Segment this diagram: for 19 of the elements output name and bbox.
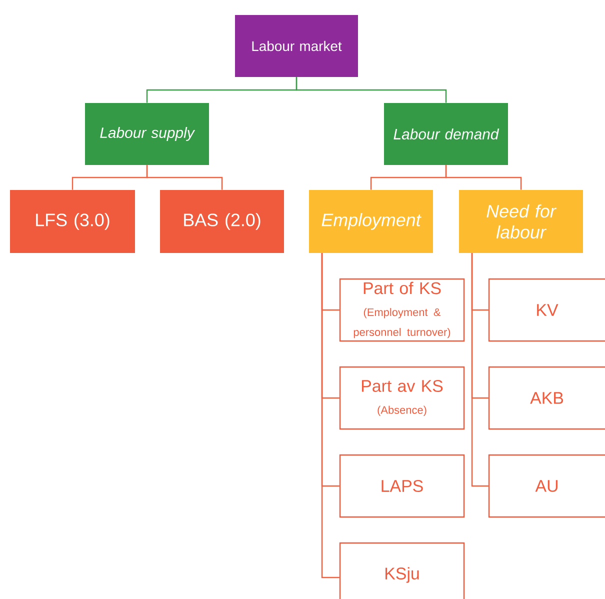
source-box: LFS (3.0)	[10, 190, 135, 253]
root-box: Labour market	[235, 15, 358, 77]
category-box: Need for labour	[459, 190, 583, 253]
survey-box: Part of KS (Employment & personnel turnover)	[339, 278, 465, 342]
survey-box: KV	[488, 278, 605, 342]
source-box: BAS (2.0)	[160, 190, 284, 253]
category-box: Labour demand	[384, 102, 508, 165]
survey-box: Part av KS (Absence)	[339, 366, 465, 430]
survey-box: AKB	[488, 366, 605, 430]
category-box: Labour supply	[85, 102, 209, 165]
connector-line	[445, 165, 522, 190]
connector-line	[471, 252, 488, 487]
survey-box: LAPS	[339, 454, 465, 518]
connector-line	[296, 77, 447, 103]
connector-line	[146, 165, 223, 190]
survey-box: AU	[488, 454, 605, 518]
survey-box: KSju	[339, 542, 465, 599]
category-box: Employment	[309, 190, 433, 253]
connector-line	[321, 252, 340, 578]
